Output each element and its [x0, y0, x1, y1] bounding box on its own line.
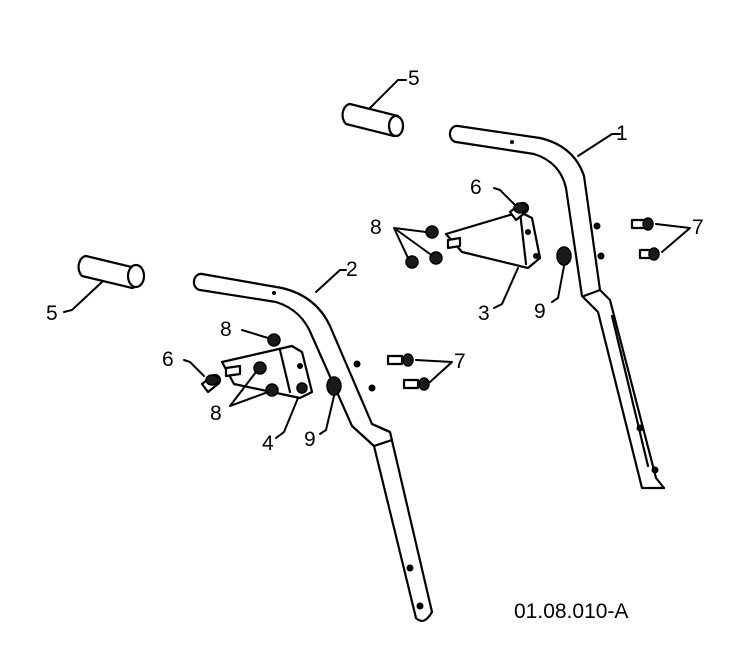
callout-washer-right: 9 — [534, 300, 546, 323]
handle-grip-left — [77, 254, 146, 290]
handle-tube-left — [192, 272, 434, 622]
callout-screws-left: 7 — [454, 350, 466, 373]
leader-bracket-left — [275, 397, 299, 439]
leader-bracket-right — [493, 267, 519, 309]
leader-screws-right — [655, 223, 691, 253]
leader-grip-left — [63, 281, 103, 313]
figure-code: 01.08.010-A — [514, 600, 628, 623]
carriage-bolt-right — [508, 201, 530, 222]
leader-nuts-right — [393, 227, 431, 259]
callout-bracket-right: 3 — [478, 302, 490, 325]
callout-grip-right: 5 — [408, 67, 420, 90]
leader-handle-left — [315, 269, 347, 293]
callout-bolt-left: 6 — [162, 348, 174, 371]
callout-handle-right: 1 — [616, 122, 628, 145]
leader-nuts-left-bottom — [229, 371, 269, 407]
screws-left — [386, 353, 430, 391]
lock-nuts-right — [405, 225, 443, 269]
leader-washer-left — [319, 395, 335, 435]
bracket-left — [220, 344, 314, 400]
callout-handle-left: 2 — [346, 258, 358, 281]
callout-nuts-right: 8 — [370, 216, 382, 239]
carriage-bolt-left — [200, 373, 222, 394]
washer-right — [556, 246, 572, 266]
handle-tube-right — [448, 124, 666, 490]
callout-bolt-right: 6 — [470, 176, 482, 199]
bracket-right — [444, 210, 542, 270]
leader-bolt-left — [183, 359, 205, 377]
callout-washer-left: 9 — [304, 428, 316, 451]
handle-grip-right — [341, 102, 405, 138]
lock-nuts-left-bottom — [253, 361, 308, 397]
leader-bolt-right — [493, 187, 515, 205]
callout-nuts-left-bottom: 8 — [210, 402, 222, 425]
lock-nut-left-top — [267, 333, 281, 347]
washer-left — [326, 376, 342, 396]
screws-right — [630, 217, 660, 261]
callout-screws-right: 7 — [692, 216, 704, 239]
leader-screws-left — [415, 359, 453, 383]
callout-bracket-left: 4 — [262, 432, 274, 455]
callout-grip-left: 5 — [46, 302, 58, 325]
callout-nut-left-top: 8 — [220, 318, 232, 341]
leader-handle-right — [577, 133, 621, 157]
leader-nut-left-top — [241, 329, 269, 339]
leader-grip-right — [369, 79, 407, 109]
leader-washer-right — [551, 265, 565, 303]
